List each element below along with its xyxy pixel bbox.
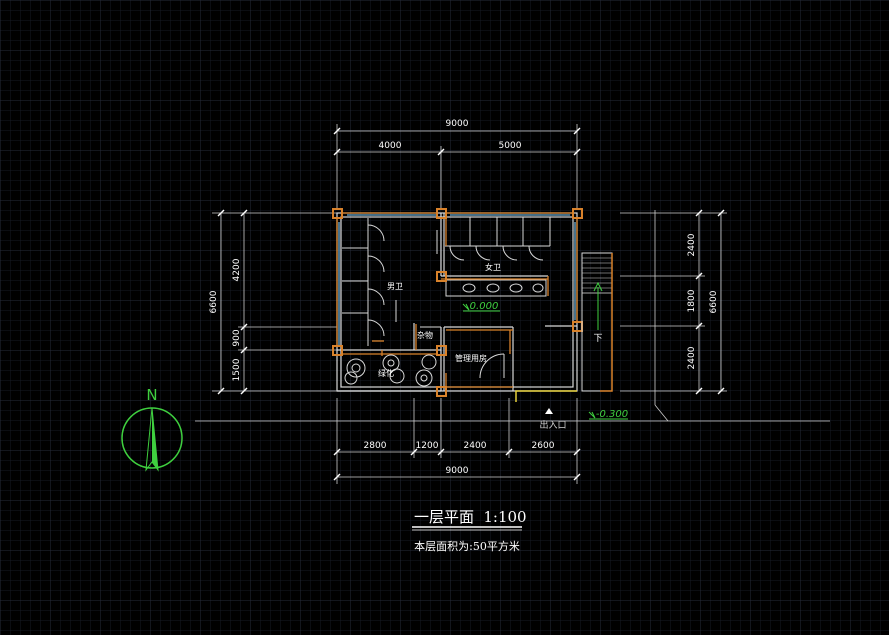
north-label: N: [146, 386, 157, 404]
dimension-lines: [195, 124, 830, 484]
female-stalls: [436, 217, 551, 261]
dim-top-left: 4000: [379, 141, 402, 151]
dim-top-right: 5000: [499, 141, 522, 151]
room-label-management: 管理用房: [455, 353, 487, 363]
north-arrow: N: [121, 386, 183, 472]
windows: [338, 214, 576, 346]
room-label-janitor: 杂物: [417, 330, 433, 340]
entrance-ramp: [515, 252, 613, 402]
dimension-ticks: [217, 127, 725, 481]
dim-bottom-total: 9000: [446, 466, 469, 476]
garden-plants: [344, 354, 437, 387]
dim-right-3: 2400: [687, 346, 697, 369]
dim-left-1: 4200: [232, 258, 242, 281]
level-marker-floor-icon: [462, 303, 500, 312]
room-label-garden: 绿化: [378, 368, 394, 378]
dim-left-2: 900: [232, 329, 242, 346]
dim-right-2: 1800: [687, 289, 697, 312]
level-floor-label: 0.000: [470, 301, 499, 312]
area-note: 本层面积为:50平方米: [414, 539, 520, 553]
dim-bottom-2: 1200: [416, 441, 439, 451]
dim-right-1: 2400: [687, 233, 697, 256]
compass-needle-fill-icon: [152, 408, 158, 470]
room-label-male-wc: 男卫: [387, 282, 403, 291]
dim-left-total: 6600: [209, 290, 219, 313]
male-stalls: [342, 218, 397, 346]
dim-bottom-4: 2600: [532, 441, 555, 451]
dim-bottom-1: 2800: [364, 441, 387, 451]
room-label-female-wc: 女卫: [485, 262, 501, 272]
dim-right-total: 6600: [709, 290, 719, 313]
dim-top-total: 9000: [446, 119, 469, 129]
level-marker-outside-icon: [588, 411, 628, 420]
sink-counter: [445, 279, 547, 297]
drawing-scale: 1:100: [483, 508, 526, 526]
entrance-label: 出入口: [539, 419, 566, 431]
drawing-title: 一层平面: [414, 508, 474, 526]
dim-left-3: 1500: [232, 358, 242, 381]
management-door: [420, 326, 505, 379]
entrance-arrow-icon: [545, 408, 553, 414]
stair-label: 下: [593, 334, 602, 344]
title-block: 一层平面 1:100 本层面积为:50平方米: [412, 508, 527, 553]
dim-bottom-3: 2400: [464, 441, 487, 451]
wall-finish-orange: [336, 212, 578, 388]
level-outside-label: -0.300: [596, 409, 628, 420]
